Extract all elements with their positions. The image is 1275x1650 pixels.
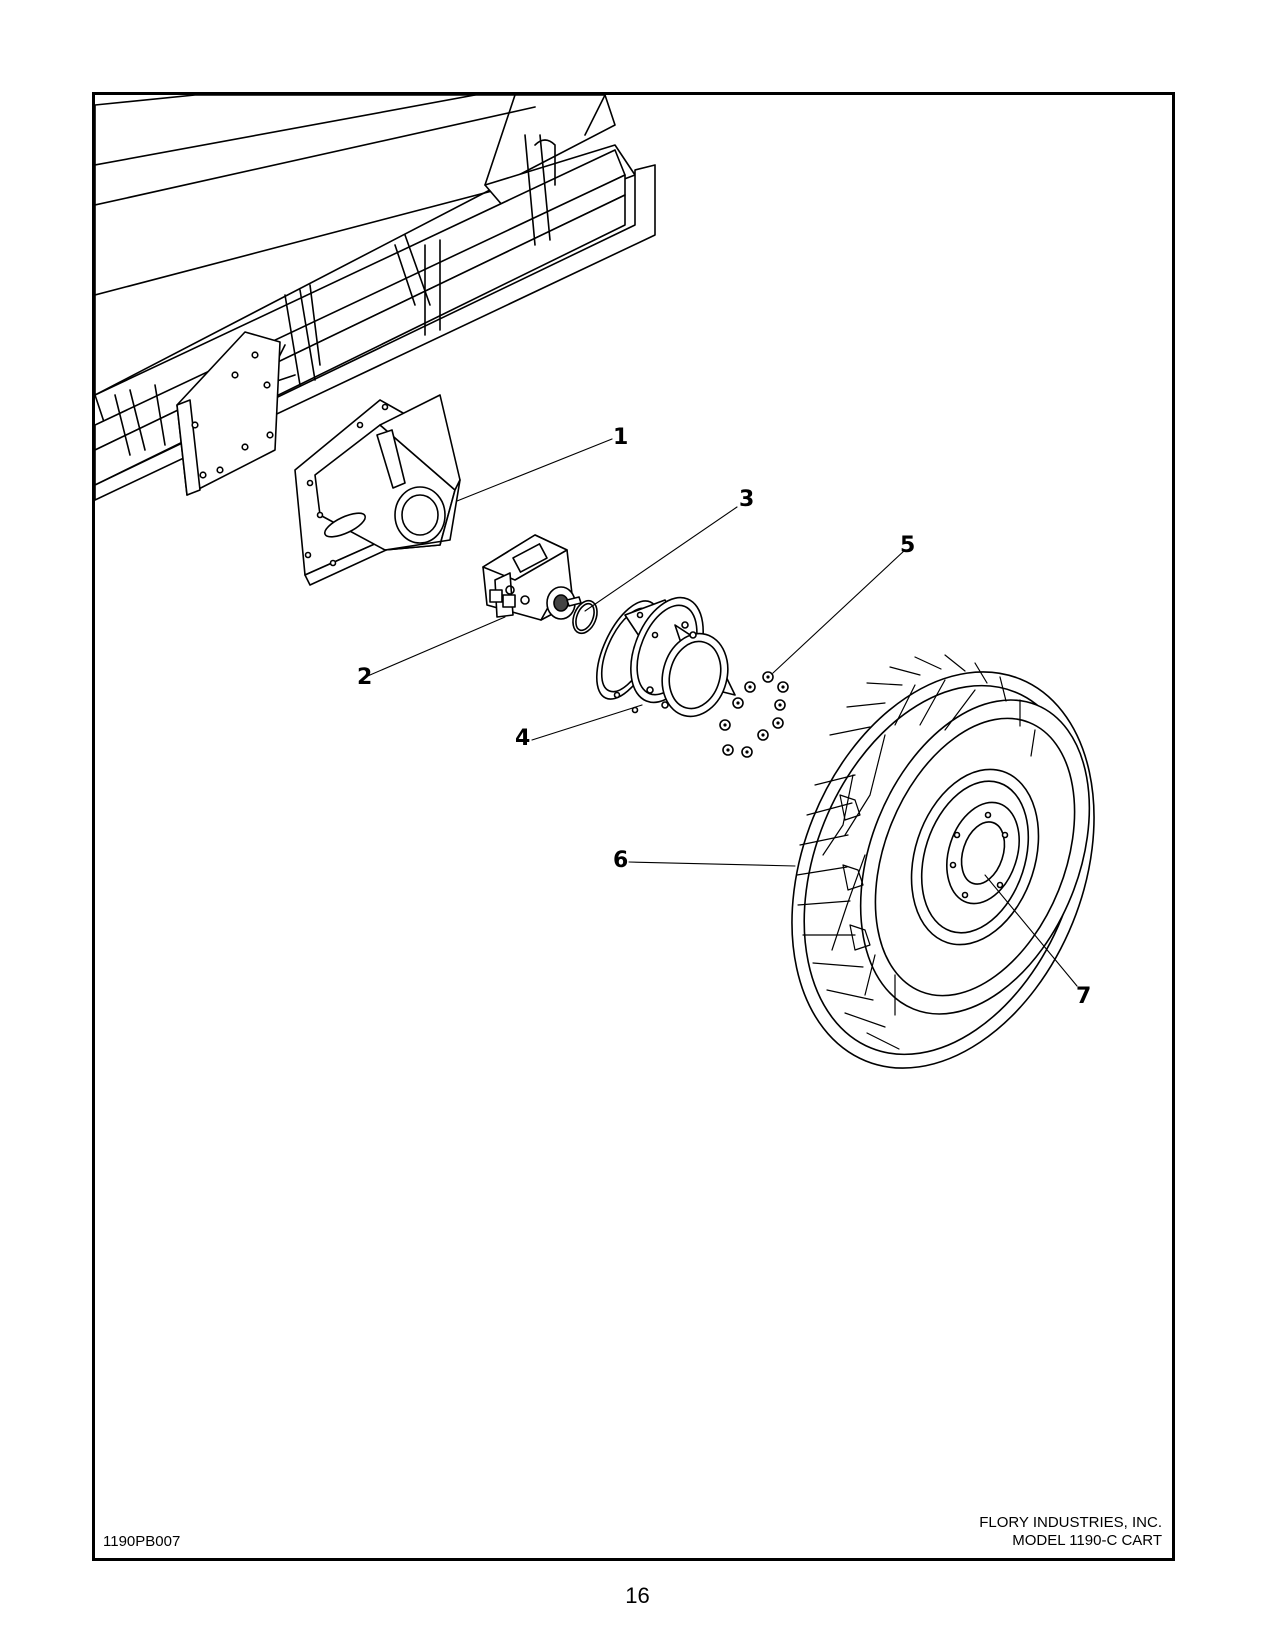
exploded-parts-diagram (95, 95, 1095, 1069)
frame-mounting-plate (176, 331, 281, 496)
callout-1: 1 (613, 425, 629, 450)
callout-6: 6 (613, 848, 629, 873)
o-ring (572, 599, 598, 635)
wheel-hub (595, 596, 736, 718)
motor-mount-bracket (294, 394, 461, 586)
callout-2: 2 (357, 665, 373, 690)
model-name: MODEL 1190-C CART (1012, 1532, 1162, 1549)
callout-5: 5 (900, 533, 916, 558)
callout-3: 3 (739, 487, 755, 512)
callout-7: 7 (1076, 984, 1092, 1009)
drawing-frame: 1 2 3 4 5 6 7 1190PB007 FLORY INDUSTRIES… (92, 92, 1175, 1561)
company-block: FLORY INDUSTRIES, INC. MODEL 1190-C CART (979, 1514, 1162, 1550)
leader-lines (362, 438, 1078, 987)
page-number: 16 (625, 1583, 650, 1608)
tire-tread (796, 654, 1036, 1050)
drawing-number: 1190PB007 (103, 1533, 181, 1550)
callout-4: 4 (515, 726, 531, 751)
hydraulic-motor (482, 534, 582, 621)
lug-nuts (719, 671, 789, 758)
company-name: FLORY INDUSTRIES, INC. (979, 1514, 1162, 1531)
